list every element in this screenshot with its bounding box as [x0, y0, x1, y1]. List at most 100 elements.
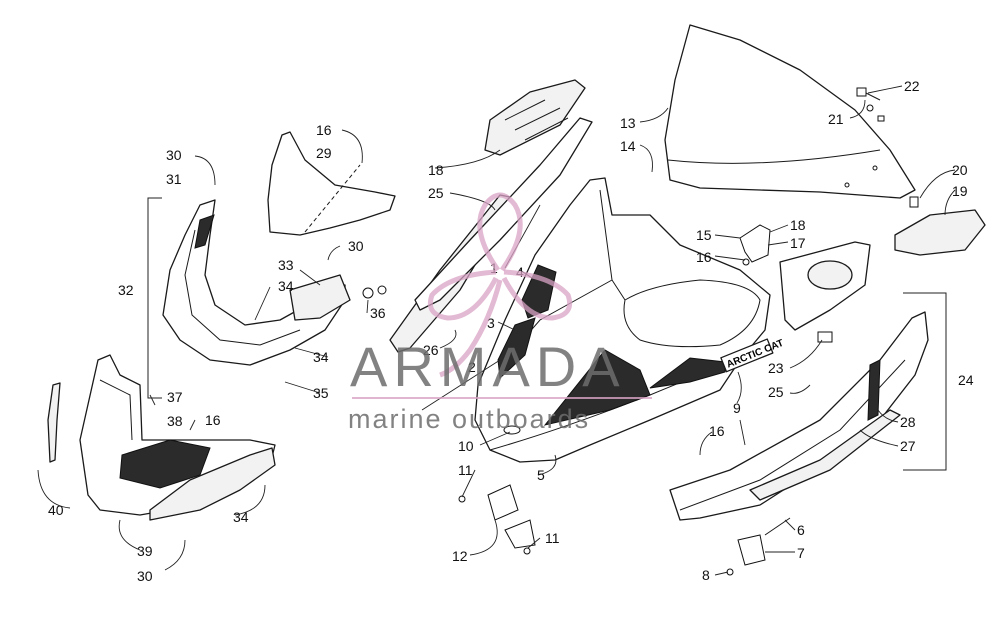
right-vent-grille: [807, 260, 853, 290]
leader-36: [366, 299, 369, 314]
leader-30a: [194, 155, 216, 186]
leader-34a: [254, 286, 271, 321]
callout-7: 7: [797, 545, 805, 561]
leader-12: [469, 519, 498, 556]
leader-18b: [769, 224, 789, 233]
callout-33: 33: [278, 257, 294, 273]
callout-34b: 34: [313, 349, 329, 365]
bracket-body: [739, 224, 771, 263]
bracket-12-right: [504, 519, 536, 549]
shroud-detail: [99, 379, 133, 441]
callout-8: 8: [702, 567, 710, 583]
callout-22: 22: [904, 78, 920, 94]
leader-26: [439, 329, 457, 349]
callout-11a: 11: [458, 462, 473, 478]
windshield-screw: [844, 182, 850, 188]
callout-40: 40: [48, 502, 64, 518]
upper-inner-panel: [267, 131, 396, 236]
panel-29-dash: [304, 164, 361, 233]
leader-21: [849, 99, 866, 119]
part-36-nut: [377, 285, 387, 295]
callout-4: 4: [516, 264, 524, 280]
left-mirror-ribs: [504, 99, 569, 141]
hood-part: [474, 177, 771, 463]
callout-16c: 16: [696, 249, 712, 265]
callout-16b: 16: [205, 412, 221, 428]
callout-19: 19: [952, 183, 968, 199]
callout-30a: 30: [166, 147, 182, 163]
leader-6: [784, 519, 796, 531]
callout-9: 9: [733, 400, 741, 416]
right-mirror-mount: [909, 196, 919, 208]
callout-28: 28: [900, 414, 916, 430]
right-panel-vent: [867, 359, 881, 421]
leader-19: [944, 189, 956, 216]
leader-9: [736, 371, 742, 404]
leader-8: [714, 571, 729, 576]
leader-17: [767, 241, 789, 246]
lower-skirt-39: [149, 447, 276, 521]
nut: [877, 115, 885, 122]
leader-30c: [164, 539, 186, 571]
leader-30b: [327, 245, 341, 261]
hood-emblem: [503, 425, 521, 435]
leader-11b: [527, 537, 541, 549]
screw-set-21-22: [856, 87, 885, 122]
callout-32: 32: [118, 282, 134, 298]
hood-vent-mesh-center: [543, 349, 651, 426]
callout-31: 31: [166, 171, 182, 187]
screw-shaft: [865, 92, 881, 101]
leader-9b: [739, 419, 746, 446]
leader-33: [299, 269, 321, 286]
callouts: 16 29 30 31 32 30 33 34 36 34 35 37 38 1…: [48, 78, 974, 584]
lower-brackets: [458, 484, 536, 555]
bolt-6: [764, 517, 791, 536]
leader-14: [639, 144, 653, 173]
decal-plate: [720, 338, 774, 373]
callout-30c: 30: [137, 568, 153, 584]
nut-11-b: [523, 547, 531, 555]
leader-27: [859, 429, 899, 447]
callout-2: 2: [468, 359, 476, 375]
windshield-lower-line: [667, 149, 881, 164]
leader-35: [284, 381, 321, 394]
bracket-15-17: [739, 224, 771, 266]
part-36: [362, 285, 387, 299]
callout-25b: 25: [768, 384, 784, 400]
callout-26: 26: [423, 342, 439, 358]
callout-30b: 30: [348, 238, 364, 254]
leader-34b: [294, 347, 329, 358]
leader-16d: [699, 431, 713, 456]
callout-12: 12: [452, 548, 468, 564]
right-mirror: [894, 209, 986, 256]
leader-16a: [341, 129, 363, 164]
leader-25b: [789, 384, 811, 394]
callout-13: 13: [620, 115, 636, 131]
callout-24: 24: [958, 372, 974, 388]
callout-14: 14: [620, 138, 636, 154]
leader-34c: [234, 484, 266, 516]
callout-35: 35: [313, 385, 329, 401]
part-36-washer: [362, 287, 374, 299]
callout-34a: 34: [278, 278, 294, 294]
leader-16c: [714, 255, 746, 261]
callout-6: 6: [797, 522, 805, 538]
group-bracket-32: [147, 197, 162, 399]
leader-25a: [449, 192, 496, 211]
shroud-grille: [119, 439, 211, 489]
hood-headlight-opening: [623, 279, 761, 348]
callout-29: 29: [316, 145, 332, 161]
leader-16b: [189, 419, 196, 431]
callout-10: 10: [458, 438, 474, 454]
leader-13: [639, 107, 669, 123]
leader-28: [877, 409, 899, 423]
callout-18a: 18: [428, 162, 444, 178]
clip-23: [817, 331, 833, 343]
callout-23: 23: [768, 360, 784, 376]
callout-36: 36: [370, 305, 386, 321]
leader-23: [789, 339, 823, 369]
callout-39: 39: [137, 543, 153, 559]
leader-15: [714, 234, 741, 239]
windshield-screw-2: [872, 165, 878, 171]
